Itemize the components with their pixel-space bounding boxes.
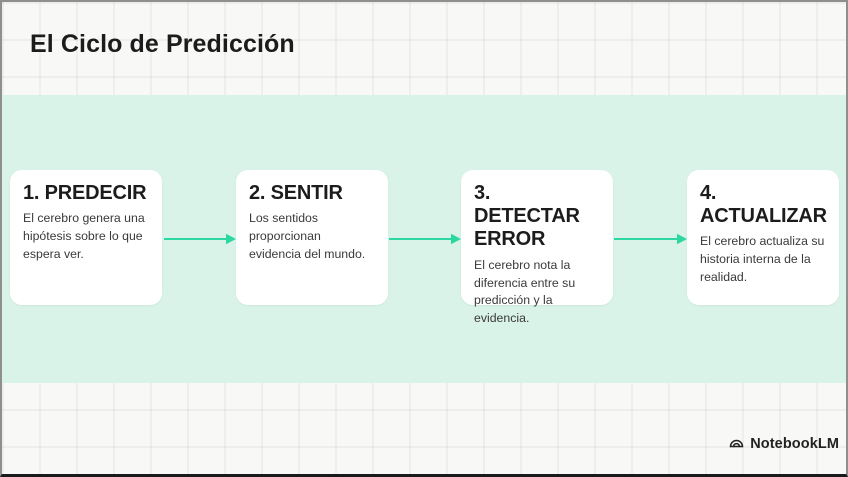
step-body: El cerebro actualiza su historia interna… (700, 234, 825, 285)
notebooklm-logo: NotebookLM (728, 435, 839, 452)
step-card-predecir: 1. PREDECIR El cerebro genera una hipóte… (10, 170, 162, 305)
notebooklm-logo-icon (728, 435, 745, 452)
step-body: El cerebro nota la diferencia entre su p… (474, 257, 576, 326)
step-card-sentir: 2. SENTIR Los sentidos proporcionan evid… (236, 170, 388, 305)
step-card-actualizar: 4. ACTUALIZAR El cerebro actualiza su hi… (687, 170, 839, 305)
notebooklm-wordmark: NotebookLM (750, 435, 839, 452)
step-body: El cerebro genera una hipótesis sobre lo… (23, 211, 145, 262)
slide-title: El Ciclo de Predicción (30, 30, 295, 58)
step-title: 3. DETECTAR ERROR (474, 182, 580, 251)
arrow-right-icon (164, 232, 236, 246)
step-title: 2. SENTIR (249, 182, 343, 204)
step-title: 1. PREDECIR (23, 182, 147, 204)
step-title: 4. ACTUALIZAR (700, 182, 827, 228)
step-card-detectar-error: 3. DETECTAR ERROR El cerebro nota la dif… (461, 170, 613, 325)
step-body: Los sentidos proporcionan evidencia del … (249, 211, 366, 262)
arrow-right-icon (614, 232, 687, 246)
arrow-right-icon (389, 232, 461, 246)
